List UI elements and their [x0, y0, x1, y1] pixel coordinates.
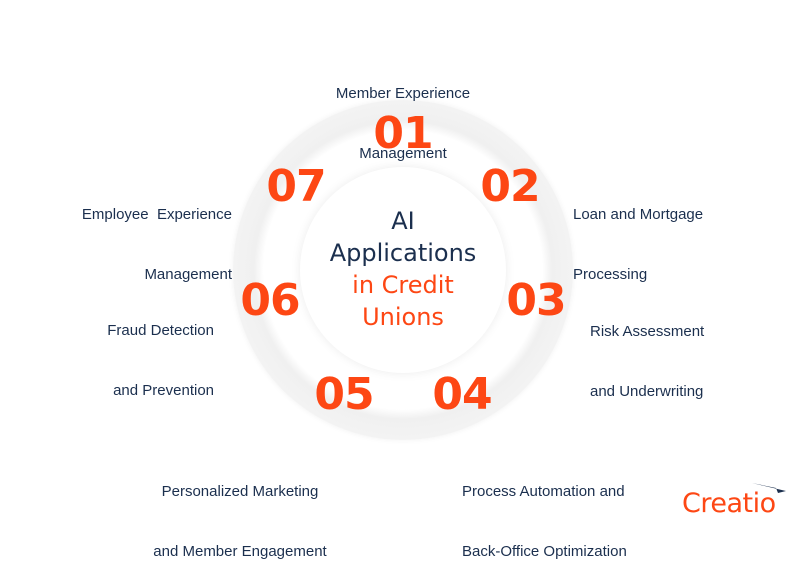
center-line-4: Unions — [362, 303, 444, 331]
label-07: Employee Experience Management — [12, 165, 232, 305]
label-01-line-1: Member Experience — [335, 85, 471, 102]
label-06: Fraud Detection and Prevention — [14, 281, 214, 421]
label-05-line-2: and Member Engagement — [153, 543, 327, 560]
label-03: Risk Assessment and Underwriting — [590, 282, 704, 422]
label-03-line-2: and Underwriting — [590, 383, 704, 400]
label-04-line-2: Back-Office Optimization — [462, 543, 627, 560]
label-05-line-1: Personalized Marketing — [161, 483, 319, 500]
number-01: 01 — [373, 108, 433, 159]
center-title: AI Applications in Credit Unions — [300, 205, 506, 333]
number-05: 05 — [314, 369, 374, 420]
label-07-line-1: Employee Experience — [81, 206, 232, 223]
inner-circle — [300, 167, 506, 373]
number-04: 04 — [432, 369, 492, 420]
label-07-line-2: Management — [144, 266, 232, 283]
center-line-2: Applications — [329, 239, 477, 267]
creatio-logo: Creatio — [682, 483, 786, 519]
number-02: 02 — [480, 161, 540, 212]
logo-swoosh-icon — [752, 483, 786, 493]
label-01-line-2: Management — [359, 145, 447, 162]
center-line-1: AI — [391, 207, 415, 235]
label-06-line-1: Fraud Detection — [107, 322, 214, 339]
number-07: 07 — [266, 161, 326, 212]
logo-text: Creatio — [682, 488, 776, 519]
number-06: 06 — [240, 275, 300, 326]
label-02-line-1: Loan and Mortgage — [573, 206, 704, 223]
label-02-line-2: Processing — [573, 266, 648, 283]
label-06-line-2: and Prevention — [113, 382, 214, 399]
label-03-line-1: Risk Assessment — [590, 323, 705, 340]
label-05: Personalized Marketing and Member Engage… — [90, 442, 390, 582]
label-02: Loan and Mortgage Processing — [573, 165, 703, 305]
label-04-line-1: Process Automation and — [462, 483, 625, 500]
center-line-3: in Credit — [352, 271, 454, 299]
number-03: 03 — [506, 275, 566, 326]
label-01: Member Experience Management — [253, 44, 553, 184]
label-04: Process Automation and Back-Office Optim… — [462, 442, 627, 582]
